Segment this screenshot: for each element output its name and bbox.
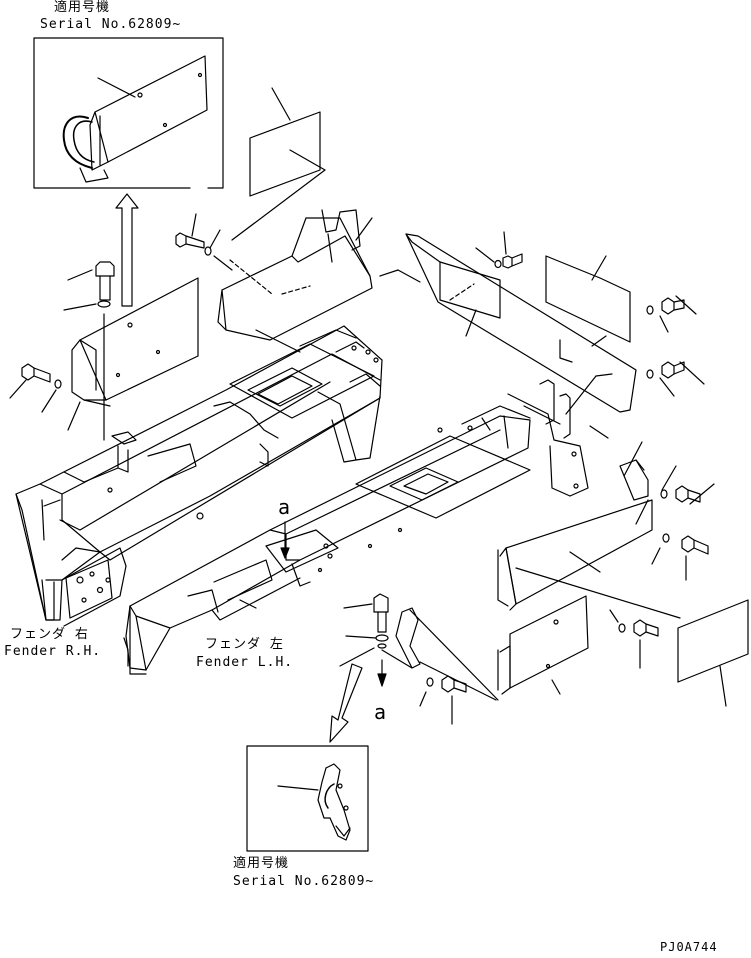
inset-bottom-frame <box>246 745 369 852</box>
fender-rh-assembly <box>15 325 383 627</box>
drawing-code: PJ0A744 <box>660 940 718 954</box>
decal-upper <box>231 87 326 241</box>
bolts-right-upper <box>475 231 705 397</box>
decal-right-upper <box>545 255 631 343</box>
fender-lh-jp-label: フェンダ 左 <box>205 637 284 652</box>
inset-top-applicable-label: 適用号機 <box>54 0 111 15</box>
inset-top-frame <box>33 37 224 189</box>
ref-a-upper-label: a <box>278 495 291 519</box>
inset-bottom-serial-label: Serial No.62809~ <box>233 874 375 889</box>
fender-lh-assembly <box>123 405 531 675</box>
fender-long-right <box>405 233 637 415</box>
arrow-to-bottom-inset <box>329 663 363 743</box>
ref-a-lower-label: a <box>374 700 387 724</box>
fender-rh-jp-label: フェンダ 右 <box>10 627 89 642</box>
bolt-right-middle <box>651 533 709 581</box>
bolts-lower-middle <box>419 609 659 725</box>
inset-top-fender-panel <box>62 55 208 183</box>
fender-lh-en-label: Fender L.H. <box>196 655 294 670</box>
fender-upper-panel <box>217 209 421 353</box>
fender-lower-center <box>409 595 589 701</box>
ref-a-upper-arrow <box>280 521 290 559</box>
inset-top-leader <box>97 77 136 98</box>
step-bracket-lower <box>339 593 421 687</box>
bolt-upper-left <box>175 213 233 271</box>
inset-top-serial-label: Serial No.62809~ <box>40 17 182 32</box>
bolt-far-left <box>9 363 62 413</box>
inset-bottom-part <box>277 763 351 841</box>
inset-bottom-applicable-label: 適用号機 <box>233 856 290 871</box>
up-arrow <box>115 193 139 307</box>
fender-rh-en-label: Fender R.H. <box>4 644 102 659</box>
bracket-right <box>507 379 715 525</box>
fender-left-rear <box>63 261 199 441</box>
fender-lower-right <box>497 499 681 619</box>
decal-lower-right <box>677 599 749 707</box>
